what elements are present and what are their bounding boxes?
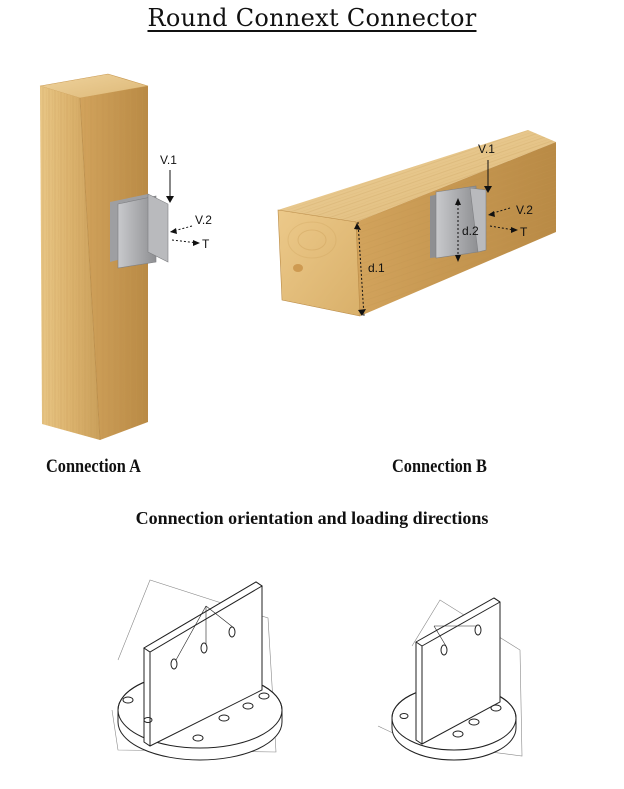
connection-b-caption: Connection B [392,456,487,477]
connection-b-dimension-lines [354,198,461,317]
connector-drawing-small [377,597,523,761]
connection-b-beam [277,130,556,317]
diagram-title: Round Connext Connector [147,4,477,32]
connection-a-caption: Connection A [46,456,141,477]
connection-b-load-arrows [484,160,518,233]
connection-a-label-t: T [202,237,210,251]
connection-a-label-v2: V.2 [195,213,212,227]
connection-b-label-d1: d.1 [368,261,385,275]
connection-a-load-arrows [166,170,200,246]
connection-b-label-d2: d.2 [462,224,479,238]
connector-drawing-large [111,579,283,761]
connection-a-post [39,73,149,441]
diagram-subtitle: Connection orientation and loading direc… [135,508,489,528]
connection-b-label-t: T [520,225,528,239]
connection-a-label-v1: V.1 [160,153,177,167]
connection-a-connector [110,193,169,269]
connection-b-label-v1: V.1 [478,142,495,156]
connection-b-label-v2: V.2 [516,203,533,217]
